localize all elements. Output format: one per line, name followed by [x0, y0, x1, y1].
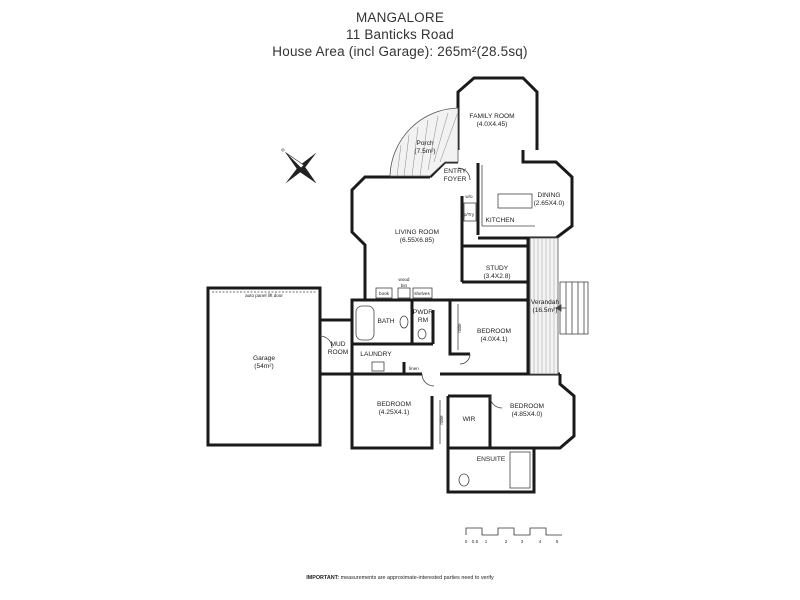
- bath-label: BATH: [377, 318, 394, 325]
- door-swing-bedroom-3: [489, 395, 503, 409]
- ensuite-wall: [446, 448, 536, 494]
- bedroom-1-size: (4.0X4.1): [480, 336, 507, 343]
- bath-block-wall: [350, 290, 367, 374]
- dining-size: (2.65X4.0): [534, 200, 565, 207]
- pantry-shelf: [463, 202, 477, 222]
- bedroom-2-size: (4.25X4.1): [379, 409, 410, 416]
- mud-label: MUD: [330, 341, 345, 348]
- porch-size: (7.5m²): [414, 148, 435, 155]
- bedroom-3-wall: [534, 374, 576, 450]
- book-shelf: [375, 287, 393, 299]
- ensuite-label: ENSUITE: [477, 456, 506, 463]
- scale-label-5: 4: [539, 539, 542, 544]
- book-label: book: [379, 291, 390, 296]
- svg-text:N: N: [280, 147, 286, 153]
- vanity-basin: [399, 315, 409, 329]
- scale-label-6: 5: [556, 539, 559, 544]
- wo-label: w/o: [465, 194, 473, 199]
- kitchen-label: KITCHEN: [486, 217, 515, 224]
- family-room-label: FAMILY ROOM: [469, 113, 514, 120]
- rm-label: RM: [418, 317, 428, 324]
- verandah: [529, 237, 589, 375]
- walls: [206, 76, 576, 494]
- laundry-tub: [371, 361, 385, 372]
- bedroom-3-label: BEDROOM: [510, 403, 544, 410]
- bath-tub: [355, 305, 375, 341]
- door-swing-mud: [319, 335, 333, 349]
- garage-door-label: auto panel lift door: [245, 293, 283, 298]
- room-labels: FAMILY ROOM (4.0X4.45) Porch (7.5m²) ENT…: [245, 113, 564, 463]
- kitchen-island: [497, 193, 533, 209]
- scale-label-3: 2: [505, 539, 508, 544]
- bedroom-2-label: BEDROOM: [377, 401, 411, 408]
- garage-size: (54m²): [254, 363, 273, 370]
- pantry-label: p/Try: [464, 212, 475, 217]
- family-room-wall: [456, 76, 539, 150]
- bedroom-1-label: BEDROOM: [477, 328, 511, 335]
- robe-2-label: robe: [439, 415, 444, 425]
- disclaimer-text: measurements are approximate-interested …: [339, 575, 494, 581]
- dining-label: DINING: [537, 192, 560, 199]
- scale-label-2: 1: [485, 539, 488, 544]
- bedroom-2-wall: [350, 374, 434, 450]
- porch: [389, 107, 459, 177]
- study-label: STUDY: [486, 265, 509, 272]
- north-arrow-icon: N: [280, 147, 317, 184]
- scale-bar: 0 0.5 1 2 3 4 5: [465, 527, 562, 544]
- shelves-label: shelves: [414, 291, 430, 296]
- living-room-size: (6.55X6.85): [400, 237, 434, 244]
- shelves-box: [412, 287, 433, 299]
- bin-label: bin: [401, 283, 408, 288]
- verandah-floor: [529, 237, 559, 375]
- plan-address: 11 Banticks Road: [345, 27, 454, 42]
- study-size: (3.4X2.8): [483, 273, 510, 280]
- wood-label: wood: [399, 277, 410, 282]
- scale-bar-line: [465, 527, 562, 536]
- door-swing-entry: [457, 167, 471, 181]
- garage-label: Garage: [253, 355, 275, 362]
- wood-bin-box: [397, 287, 411, 299]
- wir-label: WIR: [463, 416, 476, 423]
- porch-label: Porch: [416, 140, 434, 147]
- scale-label-4: 3: [521, 539, 524, 544]
- ensuite-toilet: [458, 473, 470, 487]
- entry-label: ENTRY: [444, 168, 467, 175]
- scale-label-0: 0: [465, 539, 468, 544]
- garage-wall: [206, 286, 322, 447]
- robe-1-label: robe: [457, 323, 462, 333]
- pwdr-toilet: [417, 328, 427, 340]
- interior-details: [212, 165, 535, 489]
- pwdr-label: PWDR: [413, 309, 433, 316]
- verandah-label: Verandah: [531, 299, 560, 306]
- foyer-label: FOYER: [444, 176, 467, 183]
- ensuite-shower: [509, 451, 531, 489]
- living-room-wall: [350, 175, 430, 290]
- door-swing-bedroom-2: [421, 373, 435, 387]
- living-room-label: LIVING ROOM: [395, 229, 439, 236]
- plan-house-area: House Area (incl Garage): 265m²(28.5sq): [272, 44, 528, 59]
- bedroom-1-wall: [448, 300, 470, 356]
- room-label-mud: ROOM: [328, 349, 349, 356]
- bedroom-3-size: (4.85X4.0): [512, 411, 543, 418]
- laundry-label: LAUNDRY: [360, 351, 392, 358]
- disclaimer-label: IMPORTANT:: [306, 575, 340, 581]
- verandah-size: (16.5m²): [533, 307, 558, 314]
- linen-label: linen: [409, 366, 419, 371]
- scale-label-1: 0.5: [472, 539, 479, 544]
- door-swing-bedroom-1: [459, 353, 471, 365]
- plan-suburb: MANGALORE: [355, 10, 445, 25]
- disclaimer-note: IMPORTANT: measurements are approximate-…: [0, 575, 800, 581]
- family-room-size: (4.0X4.45): [477, 121, 508, 128]
